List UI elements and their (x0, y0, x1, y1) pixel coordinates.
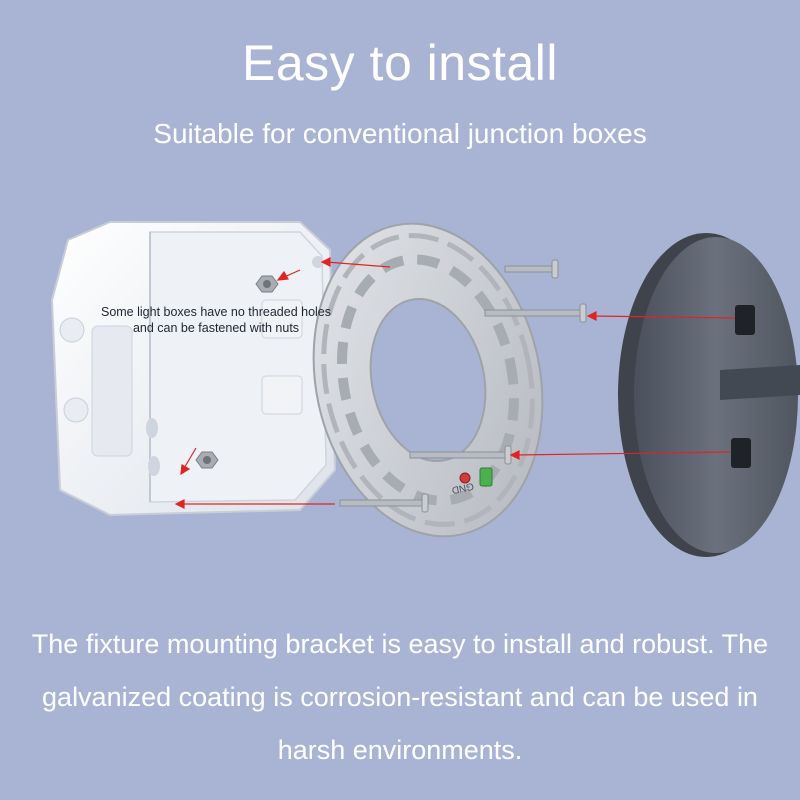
product-description: The fixture mounting bracket is easy to … (31, 629, 769, 765)
junction-box-icon (50, 221, 337, 517)
gnd-label: GND (451, 480, 475, 495)
screw-icon (484, 303, 587, 323)
page-title: Easy to install (242, 35, 558, 91)
mounting-bracket-icon (312, 222, 544, 538)
junction-box-note: Some light boxes have no threaded holes … (100, 305, 332, 335)
arrow-icon (174, 257, 736, 509)
screw-icon (504, 259, 559, 279)
screw-icon (339, 493, 429, 513)
nut-icon (195, 451, 219, 469)
fixture-canopy-icon (618, 233, 800, 557)
nut-icon (255, 275, 279, 293)
page-subtitle: Suitable for conventional junction boxes (153, 118, 647, 149)
ground-screw-icon (459, 467, 493, 487)
